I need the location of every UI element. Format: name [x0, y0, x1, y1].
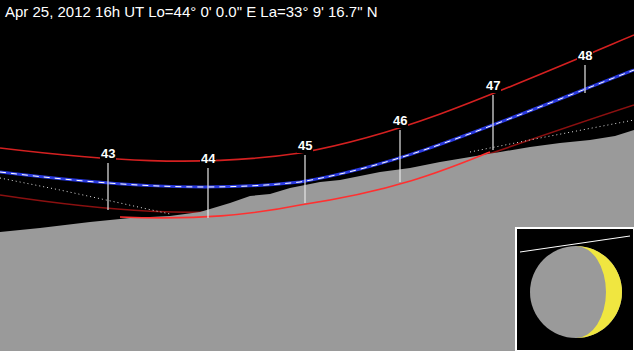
horizon-terrain: [0, 130, 634, 351]
time-label: 48: [577, 49, 593, 63]
moon-crescent: [576, 246, 622, 338]
lower-limit-curve-visible: [120, 152, 490, 218]
time-ticks: [108, 65, 585, 218]
dotted-horizon: [470, 120, 634, 152]
moon-disc: [530, 246, 622, 338]
header-text: Apr 25, 2012 16h UT Lo=44° 0' 0.0" E La=…: [5, 3, 378, 20]
inset-reference-line: [520, 236, 630, 252]
moon-inset: [516, 228, 634, 351]
dotted-horizon: [0, 178, 170, 214]
time-label: 43: [100, 147, 116, 161]
time-label: 47: [485, 79, 501, 93]
time-label: 45: [297, 139, 313, 153]
time-label: 44: [200, 152, 216, 166]
upper-limit-curve: [0, 35, 634, 161]
time-label: 46: [392, 114, 408, 128]
